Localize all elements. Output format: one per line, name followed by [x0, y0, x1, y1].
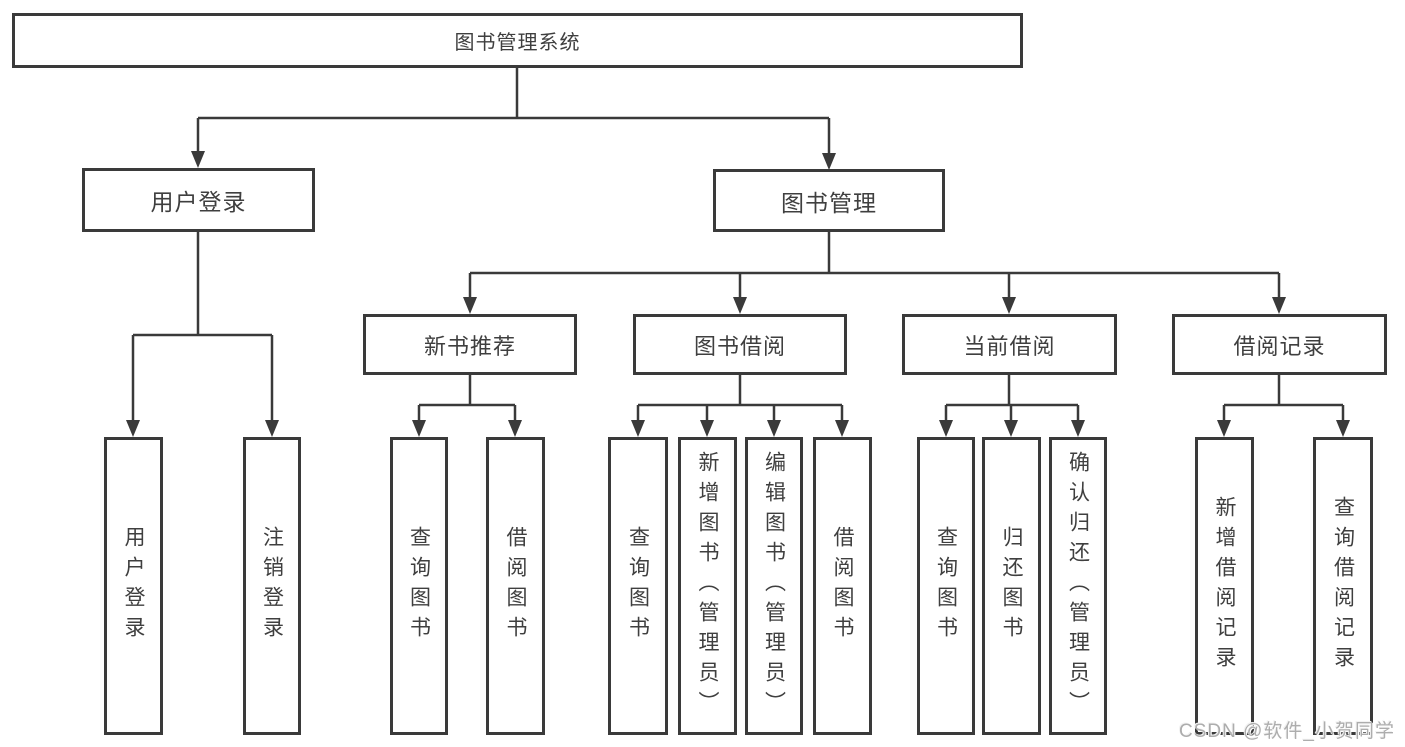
- node-edit-books-admin: 编辑图书（管理员）: [745, 437, 803, 735]
- node-login-module-label: 用户登录: [150, 189, 247, 215]
- node-current-borrowing-label: 当前借阅: [963, 333, 1056, 359]
- node-borrow-books-recommend: 借阅图书: [486, 437, 545, 735]
- node-system-root-label: 图书管理系统: [454, 32, 581, 54]
- node-borrow-books-borrowing-label: 借阅图书: [831, 526, 854, 646]
- node-book-management-module: 图书管理: [713, 169, 945, 232]
- node-book-management-module-label: 图书管理: [781, 189, 877, 216]
- node-add-books-admin-label: 新增图书（管理员）: [696, 451, 719, 721]
- node-query-books-borrowing: 查询图书: [608, 437, 668, 735]
- node-user-login-label: 用户登录: [122, 526, 145, 646]
- connector-recommend-to-leaves: [417, 375, 517, 421]
- connector-records-to-leaves: [1222, 375, 1345, 421]
- node-add-borrow-record-label: 新增借阅记录: [1213, 496, 1236, 676]
- node-query-books-recommend-label: 查询图书: [407, 526, 431, 646]
- node-query-books-current-label: 查询图书: [934, 526, 958, 646]
- connector-borrowing-to-leaves: [636, 375, 844, 421]
- node-logout-label: 注销登录: [260, 526, 284, 646]
- node-new-book-recommend: 新书推荐: [363, 314, 577, 375]
- node-return-books-label: 归还图书: [1000, 526, 1023, 646]
- node-book-borrowing-label: 图书借阅: [693, 333, 786, 359]
- node-query-books-recommend: 查询图书: [390, 437, 448, 735]
- node-confirm-return-admin: 确认归还（管理员）: [1049, 437, 1107, 735]
- node-query-books-borrowing-label: 查询图书: [626, 526, 650, 646]
- node-borrowing-records: 借阅记录: [1172, 314, 1387, 375]
- node-logout: 注销登录: [243, 437, 301, 735]
- node-user-login: 用户登录: [104, 437, 163, 735]
- connector-login-to-leaves: [131, 232, 274, 421]
- node-current-borrowing: 当前借阅: [902, 314, 1117, 375]
- node-new-book-recommend-label: 新书推荐: [423, 333, 516, 359]
- node-query-borrow-record-label: 查询借阅记录: [1331, 496, 1355, 676]
- node-confirm-return-admin-label: 确认归还（管理员）: [1066, 451, 1090, 721]
- node-borrowing-records-label: 借阅记录: [1233, 333, 1326, 359]
- node-return-books: 归还图书: [982, 437, 1041, 735]
- node-add-books-admin: 新增图书（管理员）: [678, 437, 737, 735]
- node-login-module: 用户登录: [82, 168, 315, 232]
- node-add-borrow-record: 新增借阅记录: [1195, 437, 1254, 735]
- node-borrow-books-recommend-label: 借阅图书: [504, 526, 527, 646]
- node-borrow-books-borrowing: 借阅图书: [813, 437, 872, 735]
- node-query-borrow-record: 查询借阅记录: [1313, 437, 1373, 735]
- connector-root-to-level2: [196, 68, 831, 154]
- node-edit-books-admin-label: 编辑图书（管理员）: [762, 451, 786, 721]
- node-system-root: 图书管理系统: [12, 13, 1023, 68]
- connector-manage-to-level3: [468, 232, 1281, 298]
- connector-current-to-leaves: [944, 375, 1080, 421]
- node-query-books-current: 查询图书: [917, 437, 975, 735]
- csdn-watermark: CSDN @软件_小贺同学: [1179, 721, 1395, 742]
- node-book-borrowing: 图书借阅: [633, 314, 847, 375]
